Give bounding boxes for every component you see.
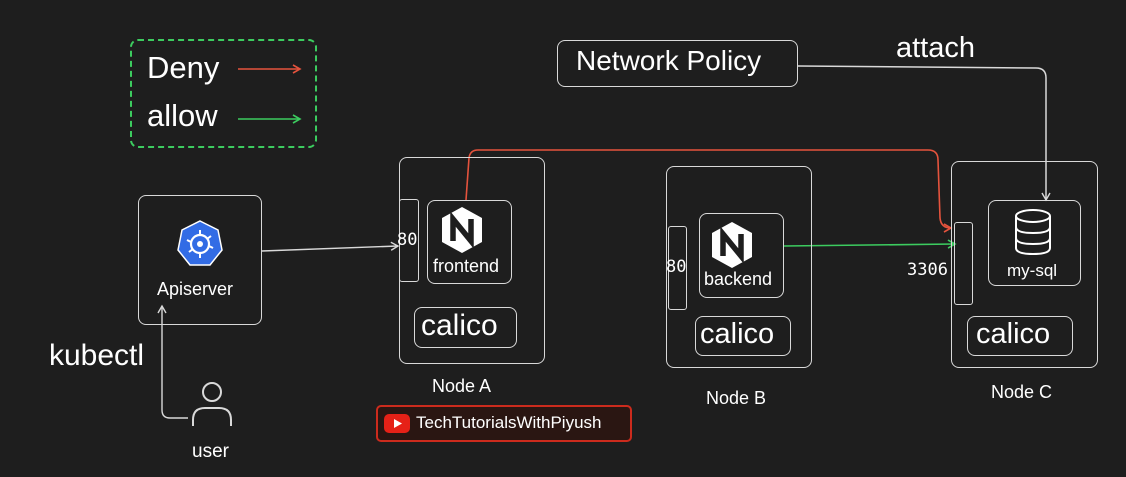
node-c-calico-box: [967, 316, 1073, 356]
node-a-calico-label: calico: [421, 309, 498, 342]
frontend-label: frontend: [433, 256, 500, 276]
database-icon: [1013, 208, 1053, 256]
node-c-port-label: 3306: [907, 260, 948, 280]
legend-deny-label: Deny: [147, 50, 220, 85]
allow-arrow: [783, 239, 957, 249]
attach-arrow: [797, 65, 1051, 202]
channel-badge: [376, 405, 632, 442]
node-c-box: [951, 161, 1098, 368]
channel-badge-label: TechTutorialsWithPiyush: [416, 413, 602, 432]
node-a-label: Node A: [432, 376, 492, 396]
network-policy-label: Network Policy: [576, 45, 762, 76]
youtube-icon: [384, 414, 410, 433]
node-c-label: Node C: [991, 382, 1053, 402]
mysql-pod-box: [988, 200, 1081, 286]
user-icon: [189, 378, 235, 428]
frontend-pod-box: [427, 200, 512, 284]
node-a-calico-box: [414, 307, 517, 348]
apiserver-box: [138, 195, 262, 325]
node-b-label: Node B: [706, 388, 767, 408]
nginx-icon: [710, 221, 754, 269]
backend-label: backend: [704, 269, 773, 289]
legend: [130, 39, 317, 148]
apiserver-label: Apiserver: [157, 279, 234, 299]
node-b-port-label: 80: [666, 257, 687, 277]
kubernetes-icon: [176, 219, 224, 267]
node-b-calico-label: calico: [700, 318, 775, 350]
node-b-port-box: [668, 226, 687, 310]
mysql-label: my-sql: [1007, 261, 1058, 280]
node-a-port-box: [399, 199, 419, 282]
kubectl-arrow: [157, 304, 188, 419]
node-c-port-box: [954, 222, 973, 305]
deny-arrow: [465, 149, 953, 233]
node-a-port-label: 80: [397, 230, 418, 250]
kubectl-label: kubectl: [49, 339, 145, 372]
node-b-box: [666, 166, 812, 368]
network-policy-box: [557, 40, 798, 87]
backend-pod-box: [699, 213, 784, 298]
attach-label: attach: [896, 32, 975, 64]
legend-allow-label: allow: [147, 98, 218, 133]
nginx-icon: [440, 206, 484, 254]
apiserver-to-frontend-arrow: [261, 241, 400, 252]
node-b-calico-box: [695, 316, 791, 356]
node-c-calico-label: calico: [976, 318, 1051, 350]
user-label: user: [192, 441, 229, 462]
